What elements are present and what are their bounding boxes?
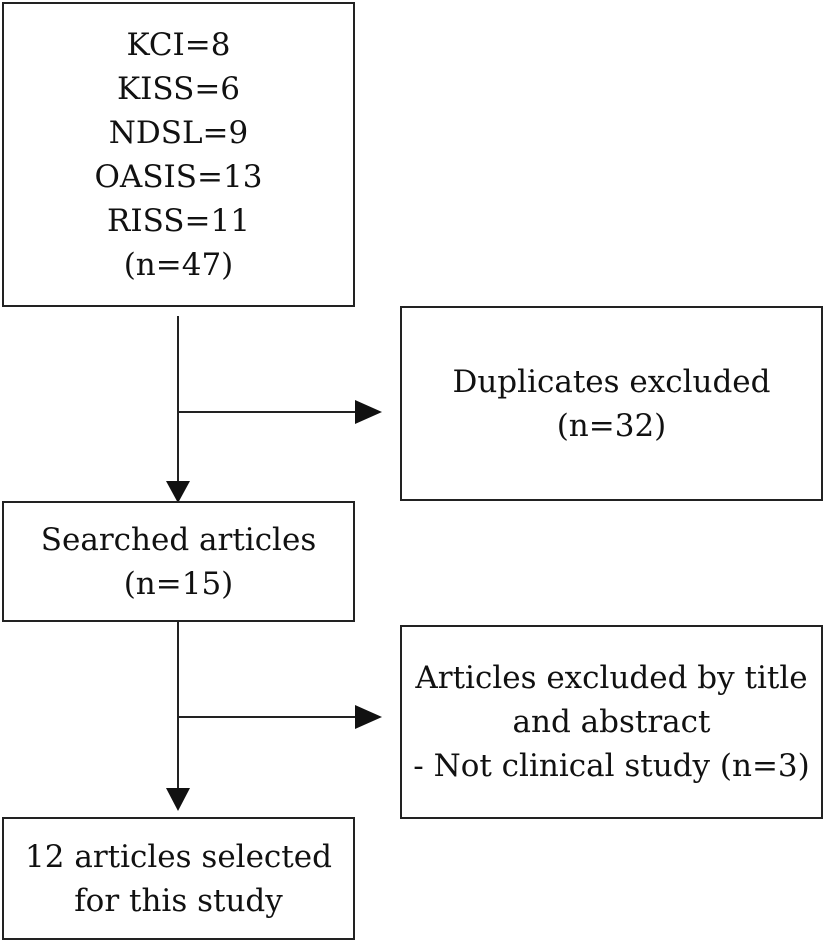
searched-count: (n=15) (123, 565, 234, 602)
source-ndsl-count: NDSL=9 (108, 114, 249, 151)
database-sources-box: KCI=8 KISS=6 NDSL=9 OASIS=13 RISS=11 (n=… (2, 2, 355, 307)
sources-total: (n=47) (123, 246, 234, 283)
source-kiss-count: KISS=6 (116, 70, 241, 107)
searched-articles-box: Searched articles (n=15) (2, 501, 355, 622)
excluded-reason: - Not clinical study (n=3) (413, 748, 810, 784)
duplicates-excluded-box: Duplicates excluded (n=32) (400, 306, 823, 501)
arrowhead-to-excluded (355, 705, 382, 729)
selected-label-line-1: 12 articles selected (25, 838, 332, 875)
arrowhead-to-searched (166, 481, 190, 503)
source-riss-count: RISS=11 (107, 202, 250, 239)
selected-articles-box: 12 articles selected for this study (2, 817, 355, 940)
duplicates-count: (n=32) (556, 407, 667, 444)
excluded-label-line-1: Articles excluded by title (415, 660, 808, 696)
excluded-by-title-abstract-box: Articles excluded by title and abstract … (400, 625, 823, 819)
source-oasis-count: OASIS=13 (94, 158, 263, 195)
source-kci-count: KCI=8 (126, 26, 231, 63)
selected-label-line-2: for this study (74, 882, 283, 919)
duplicates-label: Duplicates excluded (452, 363, 771, 400)
searched-label: Searched articles (40, 521, 317, 558)
arrowhead-to-selected (166, 788, 190, 811)
excluded-label-line-2: and abstract (512, 704, 711, 740)
arrowhead-to-duplicates (355, 400, 382, 424)
